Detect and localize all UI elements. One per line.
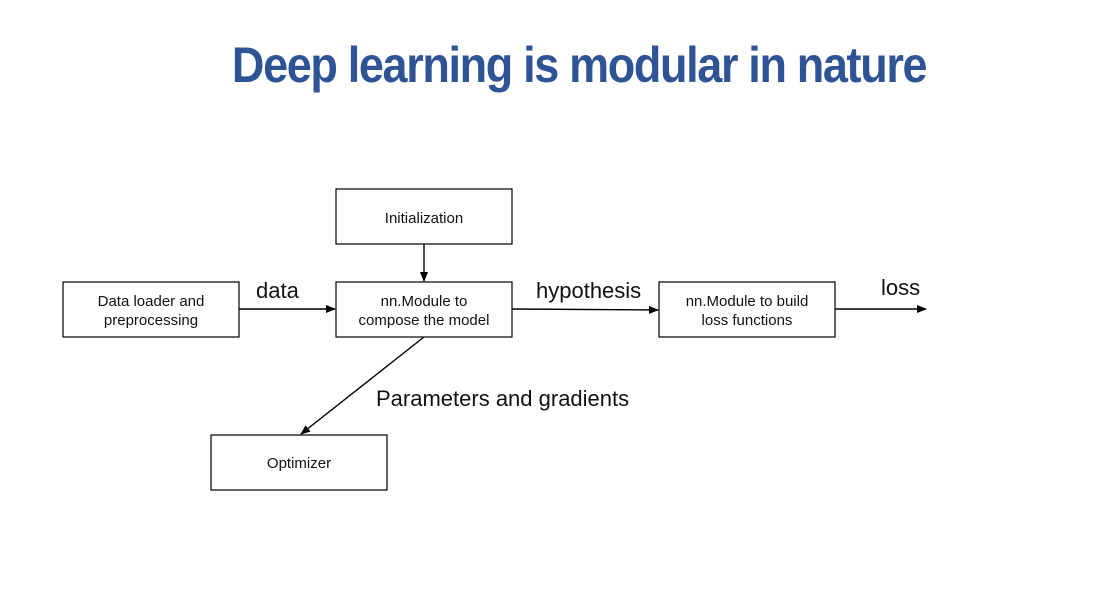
data-loader-label-line-1: Data loader and (98, 293, 205, 310)
params-edge-label: Parameters and gradients (376, 386, 629, 411)
loss-module-label-line-1: nn.Module to build (686, 293, 809, 310)
initialization-node: Initialization (335, 188, 513, 245)
data-edge-label: data (256, 278, 300, 303)
hypothesis-edge-label: hypothesis (536, 278, 641, 303)
initialization-label: Initialization (385, 210, 463, 227)
hypothesis-arrow (511, 305, 659, 314)
model-label-line-1: nn.Module to (381, 293, 468, 310)
optimizer-label: Optimizer (267, 455, 331, 472)
data-loader-node: Data loader and preprocessing (62, 281, 240, 338)
optimizer-node: Optimizer (210, 434, 388, 491)
model-node: nn.Module to compose the model (335, 281, 513, 338)
slide-title: Deep learning is modular in nature (231, 37, 928, 93)
loss-module-node: nn.Module to build loss functions (658, 281, 836, 338)
loss-edge-label: loss (881, 275, 920, 300)
model-label-line-2: compose the model (359, 312, 490, 329)
data-loader-label-line-2: preprocessing (104, 312, 198, 329)
params-arrow (300, 336, 425, 435)
loss-module-label-line-2: loss functions (702, 312, 793, 329)
